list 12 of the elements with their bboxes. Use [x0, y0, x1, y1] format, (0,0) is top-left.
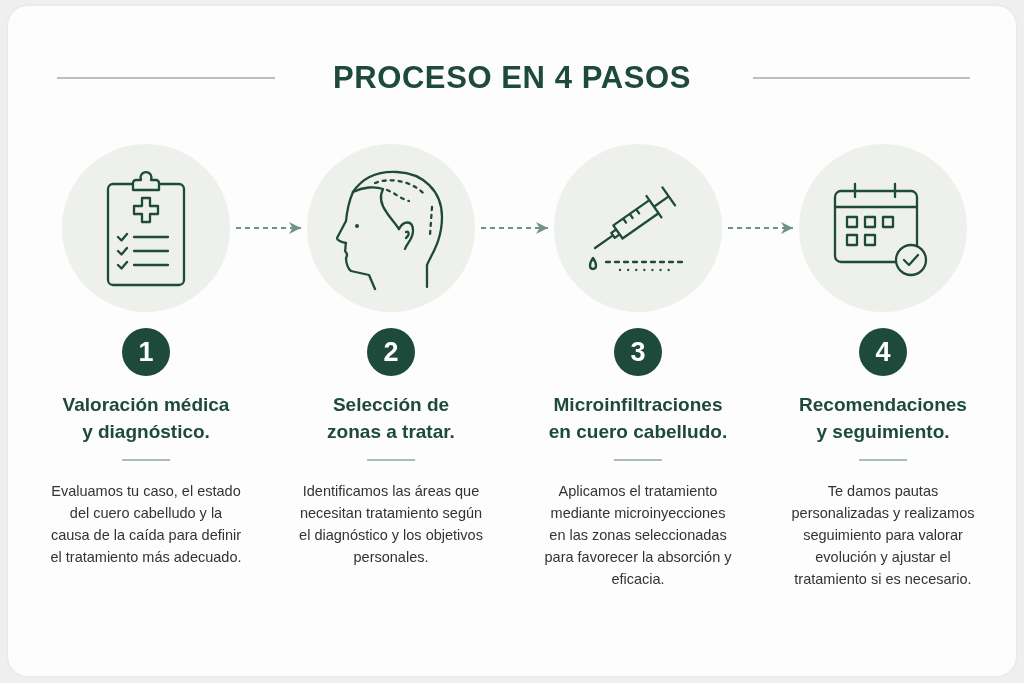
step-description: Aplicamos el tratamiento mediante microinyecciones en las zonas seleccionadas para favorecer la absorción y eficacia. — [543, 482, 733, 589]
title: PROCESO EN 4 PASOS — [332, 59, 692, 97]
step-heading: Valoración médica y diagnóstico. — [61, 393, 231, 444]
dashed-arrow — [235, 222, 302, 234]
step-description: Te damos pautas personalizadas y realizamos seguimiento para valorar evolución y ajustar el tratamiento si es necesario. — [790, 482, 976, 589]
step-description: Evaluamos tu caso, el estado del cuero cabelludo y la causa de la caída para definir el tratamiento más adecuado. — [50, 482, 242, 567]
step-heading: Recomendaciones y seguimiento. — [798, 393, 968, 444]
dashed-arrow — [727, 222, 794, 234]
step-heading: Selección de zonas a tratar. — [326, 393, 456, 444]
dashed-arrow — [480, 222, 549, 234]
step-description: Identificamos las áreas que necesitan tratamiento según el diagnóstico y los objetivos personales. — [298, 482, 484, 567]
step-heading: Microinfiltraciones en cuero cabelludo. — [547, 393, 729, 444]
